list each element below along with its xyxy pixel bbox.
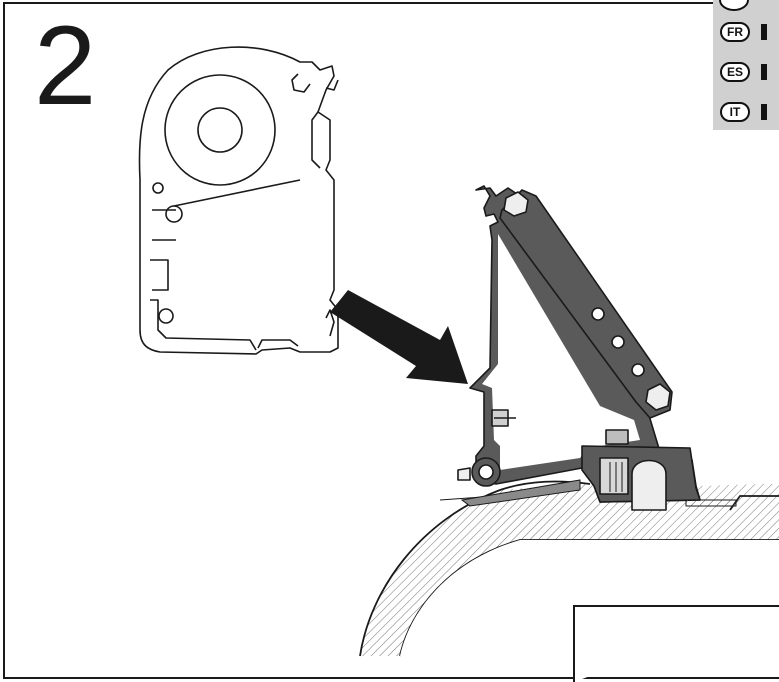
- text-marker: [761, 64, 767, 80]
- awning-profile-icon: [138, 46, 339, 355]
- language-row-fr: FR: [720, 22, 779, 46]
- language-panel: FR ES IT: [713, 0, 779, 130]
- text-marker: [761, 104, 767, 120]
- vehicle-roof-icon: [359, 479, 779, 682]
- language-row-es: ES: [720, 62, 779, 86]
- text-marker: [761, 24, 767, 40]
- arrow-icon: [330, 290, 468, 384]
- language-badge-partial: [719, 0, 749, 11]
- language-badge: ES: [720, 62, 750, 82]
- language-badge: IT: [720, 102, 750, 122]
- mounting-bracket-icon: [457, 185, 737, 511]
- language-badge: FR: [720, 22, 750, 42]
- step-number: 2: [34, 3, 97, 128]
- language-row-it: IT: [720, 102, 779, 126]
